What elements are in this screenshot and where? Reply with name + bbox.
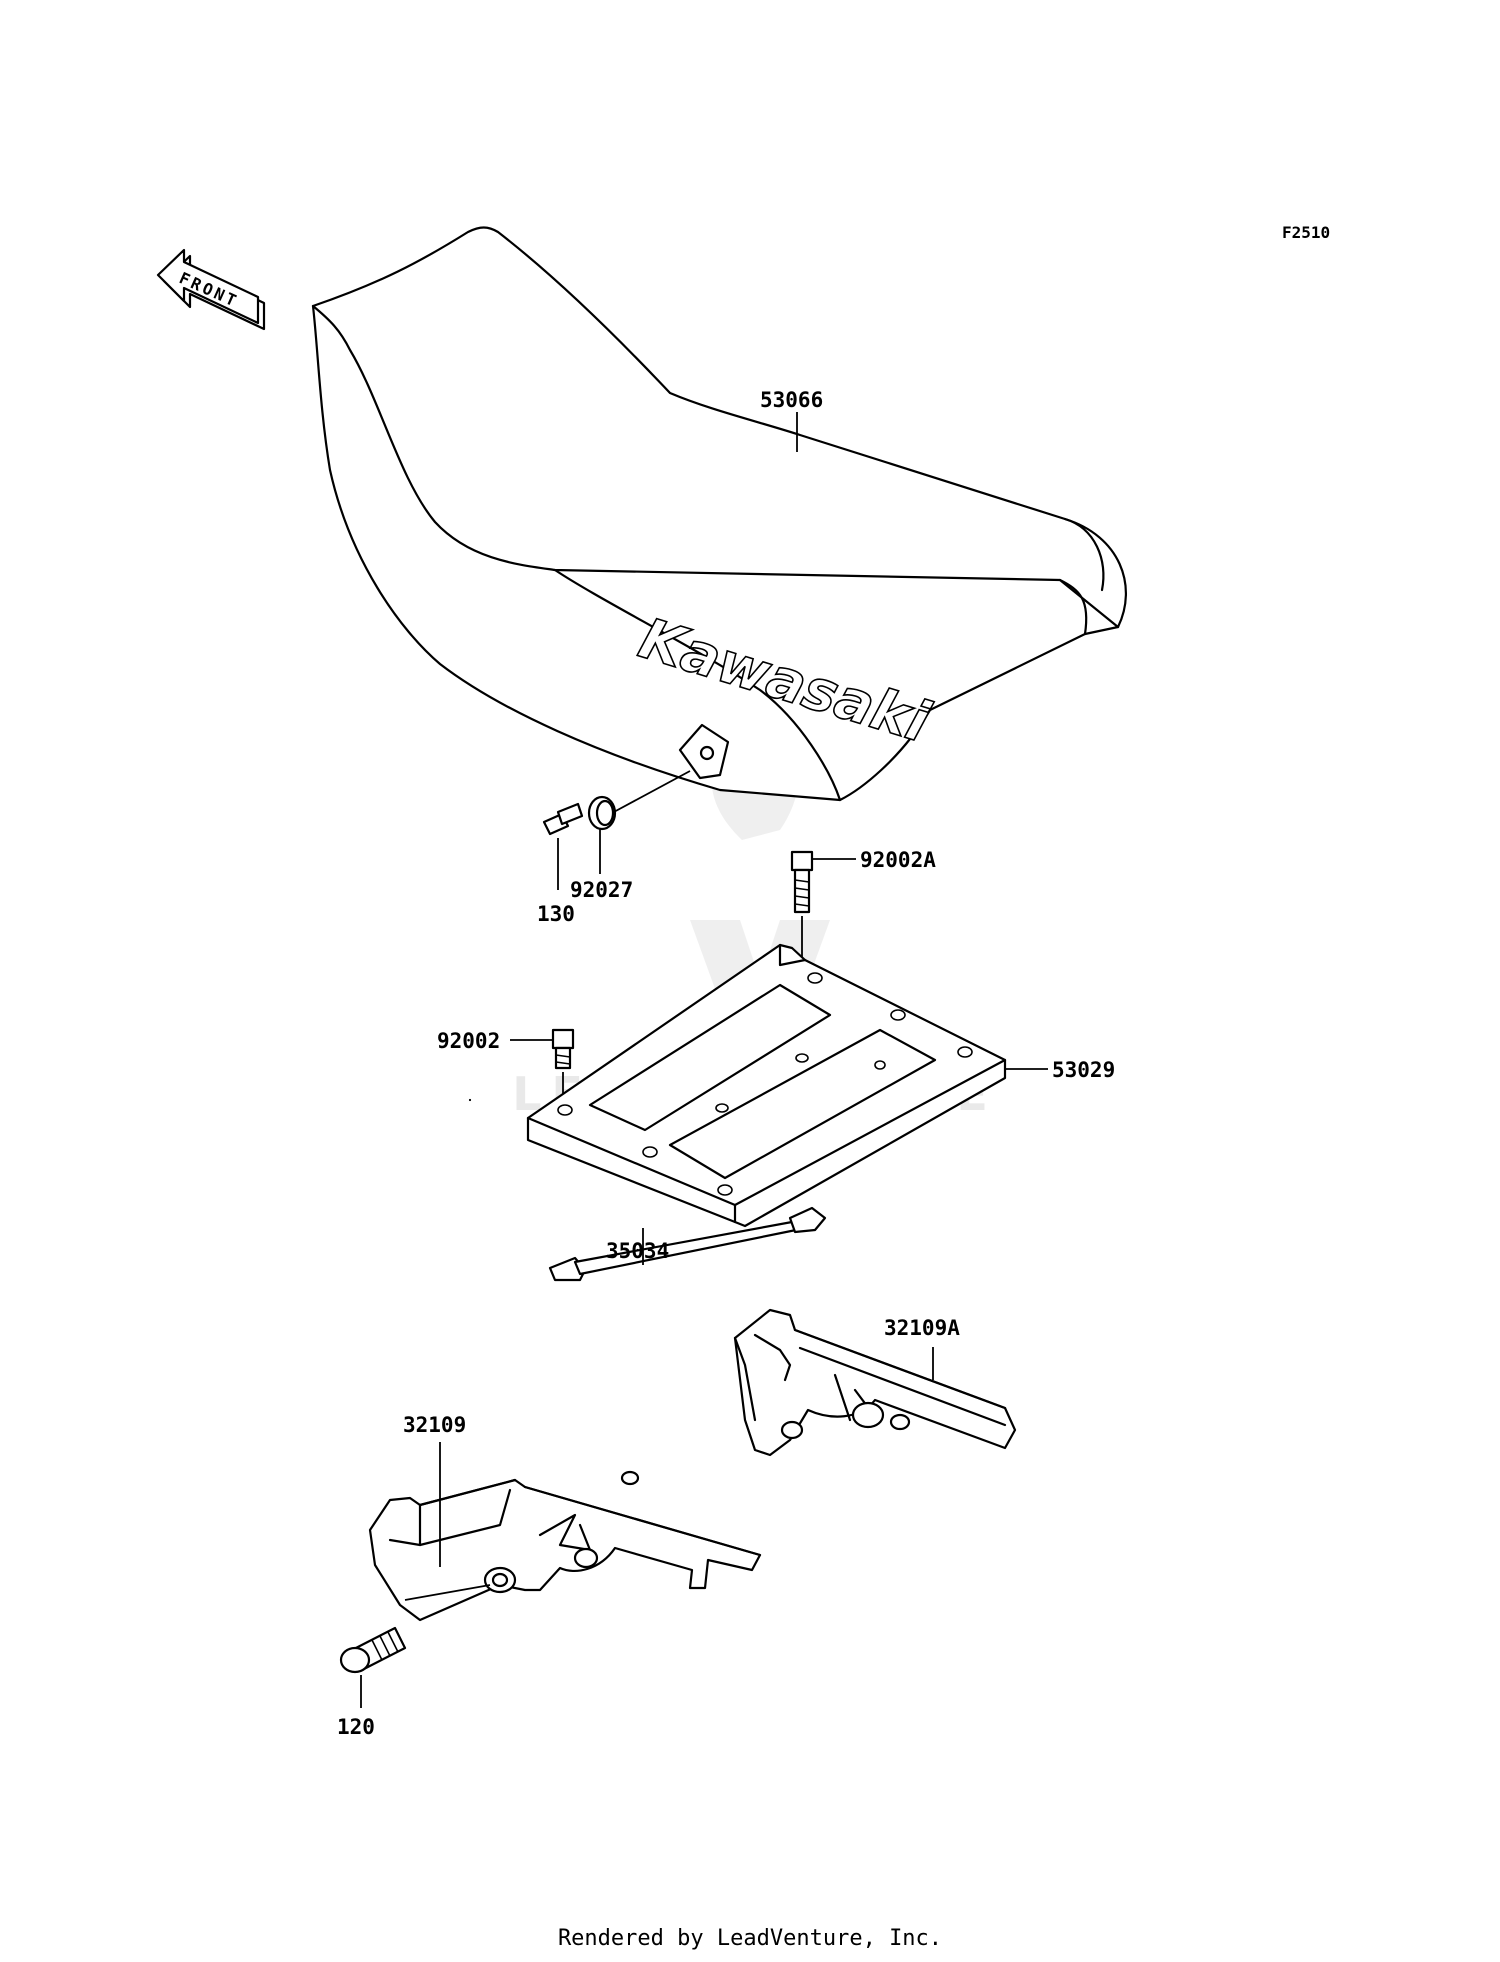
diagram-code: F2510 [1282,223,1330,242]
front-arrow-icon: FRONT [156,248,266,331]
strap-35034: 35034 [548,1206,827,1282]
plate-53029: 53029 [526,943,1115,1228]
label-32109: 32109 [403,1413,466,1437]
bolt-120: 120 [337,1584,491,1739]
footer-credit: Rendered by LeadVenture, Inc. [558,1926,942,1951]
label-35034: 35034 [606,1239,669,1263]
bracket-32109A: 32109A [733,1308,1017,1457]
label-53029: 53029 [1052,1058,1115,1082]
seat: Kawasaki [311,226,1127,1102]
label-92027: 92027 [570,878,633,902]
label-92002: 92002 [437,1029,500,1053]
label-32109A: 32109A [884,1316,960,1340]
label-120: 120 [337,1715,375,1739]
label-130: 130 [537,902,575,926]
seat-label: 53066 [760,388,823,452]
label-92002A: 92002A [860,848,936,872]
label-53066: 53066 [760,388,823,412]
bracket-32109: 32109 [368,1413,762,1622]
bolt-130: 130 [537,802,584,926]
damper-92027: 92027 [570,770,691,902]
